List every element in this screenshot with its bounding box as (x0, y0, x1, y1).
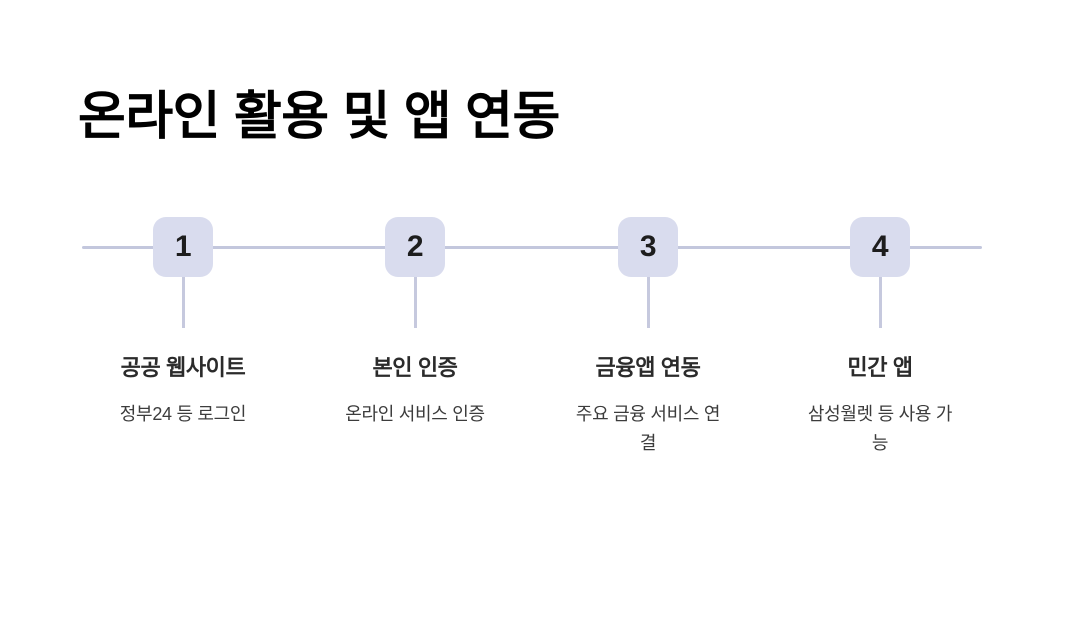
step-description-2: 온라인 서비스 인증 (345, 403, 485, 424)
step-description-3: 주요 금융 서비스 연결 (575, 403, 721, 454)
timeline-step-2: 2 본인 인증 온라인 서비스 인증 (299, 0, 531, 628)
step-badge-4[interactable]: 4 (850, 217, 910, 277)
step-stem-1 (182, 277, 185, 328)
step-description-4: 삼성월렛 등 사용 가능 (807, 403, 953, 454)
page-title: 온라인 활용 및 앱 연동 (78, 88, 560, 146)
step-title-2: 본인 인증 (372, 355, 458, 380)
step-badge-1[interactable]: 1 (153, 217, 213, 277)
step-number-2: 2 (406, 230, 424, 263)
step-title-4: 민간 앱 (847, 355, 913, 380)
step-stem-2 (414, 277, 417, 328)
step-badge-2[interactable]: 2 (385, 217, 445, 277)
step-number-1: 1 (174, 230, 192, 263)
step-text-3: 금융앱 연동 주요 금융 서비스 연결 (568, 352, 728, 458)
step-title-1: 공공 웹사이트 (120, 355, 246, 380)
step-description-1: 정부24 등 로그인 (119, 403, 247, 424)
timeline-axis-line (82, 246, 982, 249)
step-stem-4 (879, 277, 882, 328)
step-badge-3[interactable]: 3 (618, 217, 678, 277)
timeline-step-4: 4 민간 앱 삼성월렛 등 사용 가능 (764, 0, 996, 628)
step-stem-3 (647, 277, 650, 328)
step-title-3: 금융앱 연동 (595, 355, 701, 380)
step-text-1: 공공 웹사이트 정부24 등 로그인 (103, 352, 263, 429)
step-number-4: 4 (871, 230, 889, 263)
step-text-2: 본인 인증 온라인 서비스 인증 (335, 352, 495, 429)
step-number-3: 3 (639, 230, 657, 263)
step-text-4: 민간 앱 삼성월렛 등 사용 가능 (800, 352, 960, 458)
timeline-step-3: 3 금융앱 연동 주요 금융 서비스 연결 (532, 0, 764, 628)
timeline-step-1: 1 공공 웹사이트 정부24 등 로그인 (67, 0, 299, 628)
